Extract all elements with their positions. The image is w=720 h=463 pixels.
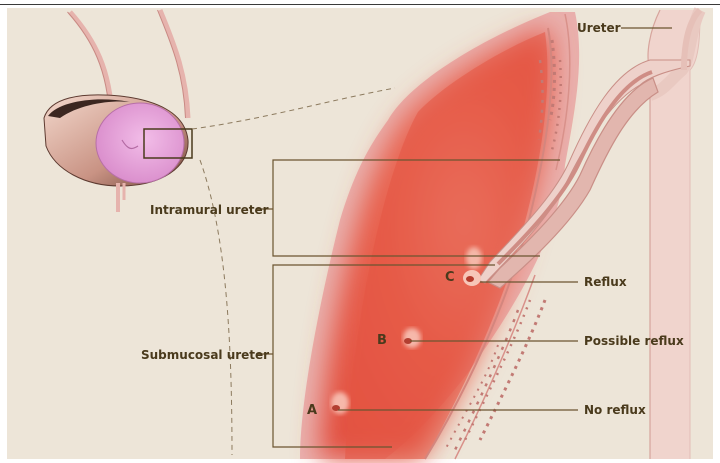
label-submucosal-ureter: Submucosal ureter — [141, 348, 269, 362]
label-possible-reflux: Possible reflux — [584, 334, 684, 348]
orifice-label-c: C — [445, 270, 455, 285]
label-no-reflux: No reflux — [584, 403, 646, 417]
orifice-label-a: A — [307, 403, 317, 418]
orifice-label-b: B — [377, 333, 387, 348]
orifice-b — [403, 328, 421, 348]
orifice-a — [331, 392, 349, 414]
label-ureter: Ureter — [577, 21, 621, 35]
label-intramural-ureter: Intramural ureter — [150, 203, 269, 217]
label-reflux: Reflux — [584, 275, 627, 289]
